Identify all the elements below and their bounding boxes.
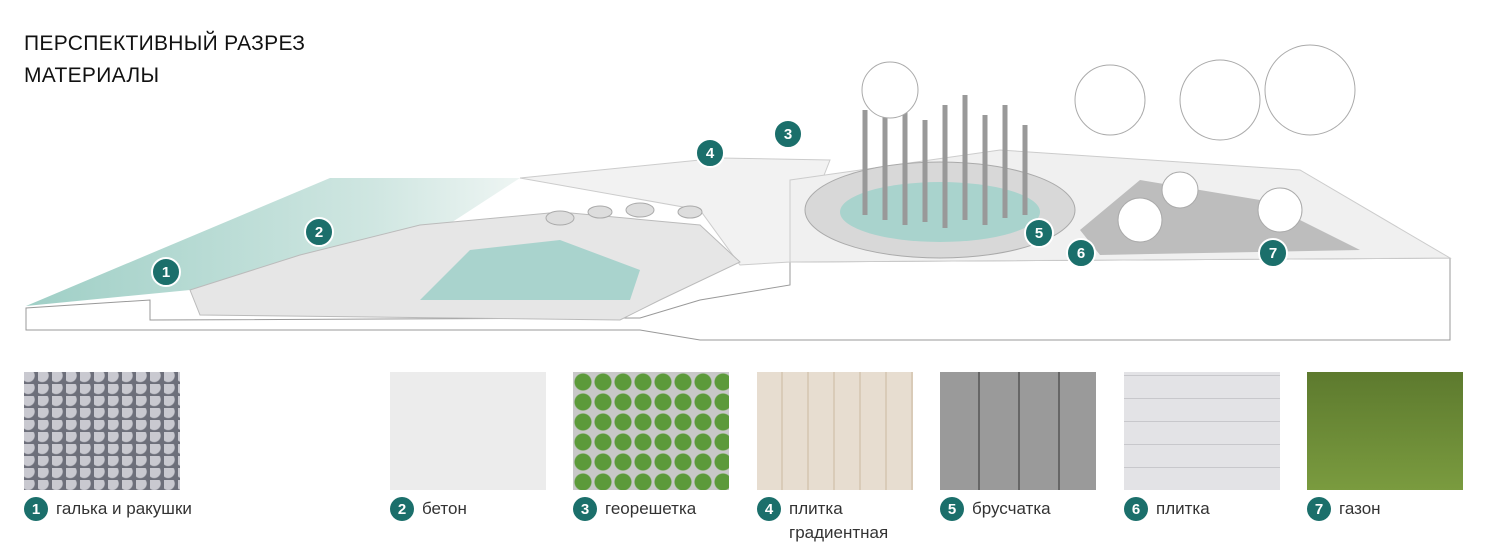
material-name: бетон (422, 499, 467, 518)
trees (861, 44, 1356, 243)
material-name: галька и ракушки (56, 499, 192, 518)
swatch-paving-stone (940, 372, 1096, 490)
fountain-pool (840, 182, 1040, 242)
material-number: 2 (390, 497, 414, 521)
title-line-1: ПЕРСПЕКТИВНЫЙ РАЗРЕЗ (24, 32, 306, 55)
swatch-lawn (1307, 372, 1463, 490)
swatch-concrete (390, 372, 546, 490)
stones (545, 202, 703, 226)
material-number: 1 (24, 497, 48, 521)
marker-2: 2 (304, 217, 334, 247)
material-label-4: 4 плитка градиентная (757, 497, 914, 545)
material-name: плитка градиентная (789, 499, 889, 542)
material-number: 7 (1307, 497, 1331, 521)
marker-1: 1 (151, 257, 181, 287)
material-name: плитка (1156, 499, 1210, 518)
marker-3: 3 (773, 119, 803, 149)
material-label-7: 7 газон (1307, 497, 1381, 521)
material-label-5: 5 брусчатка (940, 497, 1051, 521)
swatch-tile (1124, 372, 1280, 490)
marker-4: 4 (695, 138, 725, 168)
title-line-2: МАТЕРИАЛЫ (24, 64, 160, 87)
swatch-gradient-tile (757, 372, 913, 490)
material-name: брусчатка (972, 499, 1051, 518)
material-number: 6 (1124, 497, 1148, 521)
page-title: ПЕРСПЕКТИВНЫЙ РАЗРЕЗ МАТЕРИАЛЫ (24, 28, 305, 92)
teal-slope (26, 178, 520, 306)
swatch-pebbles (24, 372, 180, 490)
material-label-1: 1 галька и ракушки (24, 497, 192, 521)
perspective-section-drawing (25, 44, 1452, 341)
fountain-poles (862, 95, 1028, 228)
material-label-6: 6 плитка (1124, 497, 1210, 521)
marker-6: 6 (1066, 238, 1096, 268)
material-number: 3 (573, 497, 597, 521)
material-name: газон (1339, 499, 1381, 518)
material-label-3: 3 георешетка (573, 497, 696, 521)
swatch-grass-grid (573, 372, 729, 490)
marker-7: 7 (1258, 238, 1288, 268)
material-number: 5 (940, 497, 964, 521)
material-number: 4 (757, 497, 781, 521)
material-name: георешетка (605, 499, 697, 518)
material-label-2: 2 бетон (390, 497, 467, 521)
splash-pool (420, 240, 640, 300)
marker-5: 5 (1024, 218, 1054, 248)
